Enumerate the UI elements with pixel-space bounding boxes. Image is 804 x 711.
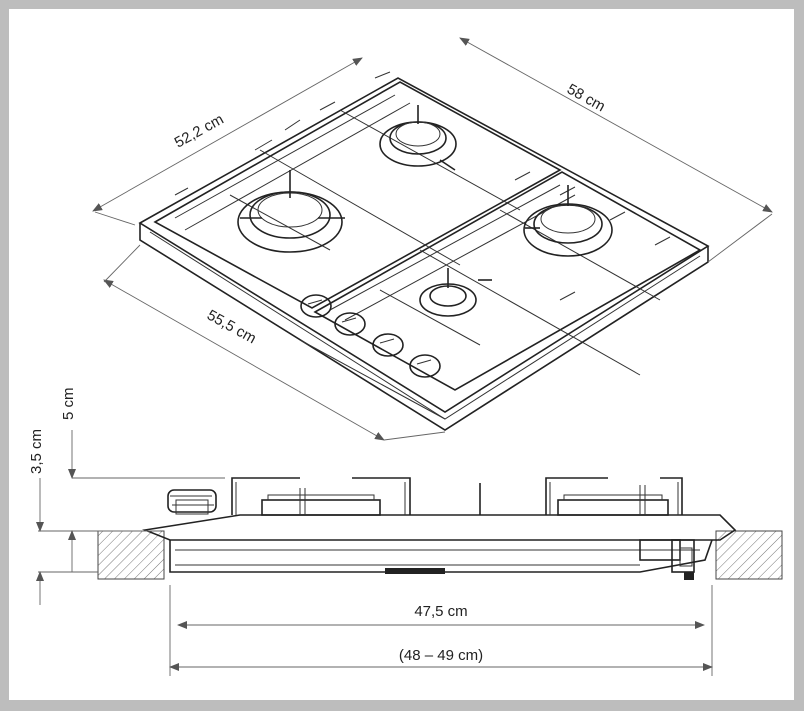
countertop-left xyxy=(97,530,165,580)
label-height-total: 5 cm xyxy=(60,387,77,420)
side-burner-right xyxy=(557,485,669,516)
burner-small-front xyxy=(419,268,492,317)
knob-4 xyxy=(409,354,441,378)
grates-side xyxy=(231,477,683,515)
side-knob xyxy=(167,489,217,515)
cooktop-edge xyxy=(139,223,709,431)
right-grate xyxy=(313,171,702,391)
dimension-line-width-front xyxy=(103,279,385,441)
gas-connector xyxy=(639,539,695,580)
dimension-line-width-top xyxy=(459,37,773,213)
label-cutout-range: (48 – 49 cm) xyxy=(399,647,483,664)
countertop-right xyxy=(715,530,783,580)
body-foot xyxy=(385,568,445,574)
side-burner-left xyxy=(261,488,381,516)
label-height-above: 3,5 cm xyxy=(28,429,45,474)
dimension-line-depth-top xyxy=(92,57,363,212)
burner-rear-center xyxy=(379,105,457,171)
label-cutout-width: 47,5 cm xyxy=(414,603,467,620)
hob-side-view: 3,5 cm 5 cm 47,5 cm (48 – 49 cm) xyxy=(28,387,783,676)
hob-body xyxy=(169,539,713,573)
